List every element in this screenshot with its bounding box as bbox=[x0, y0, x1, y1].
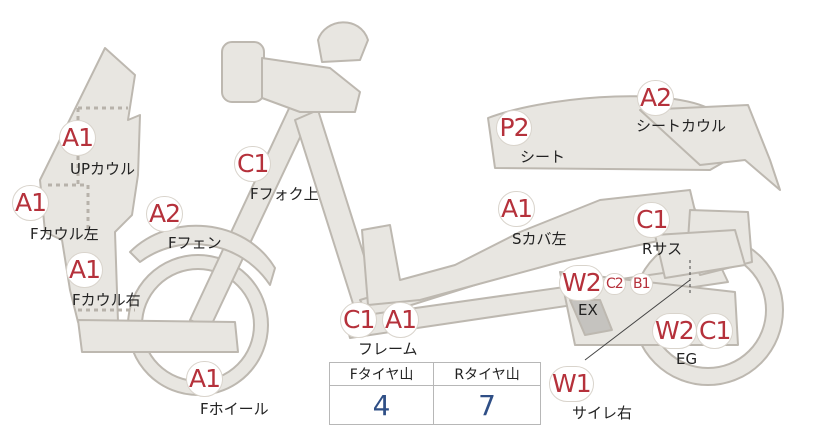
grade-badge-f-fork-upper: C1 bbox=[234, 146, 272, 182]
grade-badge-exhaust-1: W2 bbox=[559, 265, 604, 301]
grade-badge-seat-cowl: A2 bbox=[637, 80, 675, 116]
grade-badge-muffler-right: W1 bbox=[549, 366, 594, 402]
part-label-engine: EG bbox=[676, 350, 698, 368]
tire-tread-table: Fタイヤ山 Rタイヤ山 4 7 bbox=[328, 362, 541, 425]
floor-panel-shape bbox=[77, 319, 239, 353]
mirror-shape bbox=[317, 21, 369, 63]
part-label-r-suspension: Rサス bbox=[642, 240, 683, 258]
part-label-up-cowl: UPカウル bbox=[70, 160, 136, 178]
side-cover-shape bbox=[361, 189, 701, 306]
part-label-f-wheel: Fホイール bbox=[200, 400, 269, 418]
grade-badge-exhaust-3: B1 bbox=[630, 273, 653, 295]
grade-badge-f-fender: A2 bbox=[146, 196, 184, 232]
part-label-seat-cowl: シートカウル bbox=[636, 117, 727, 135]
seat-cowl-shape bbox=[639, 104, 781, 191]
front-tire-tread-header: Fタイヤ山 bbox=[328, 362, 435, 386]
part-label-muffler-right: サイレ右 bbox=[572, 404, 633, 422]
grade-badge-f-wheel: A1 bbox=[186, 361, 224, 397]
grade-badge-exhaust-2: C2 bbox=[603, 273, 626, 295]
front-cowl-shape bbox=[39, 47, 141, 323]
front-tire-tread-value: 4 bbox=[328, 385, 435, 425]
part-label-f-cowl-right: Fカウル右 bbox=[72, 291, 141, 309]
tire-tread-header-row: Fタイヤ山 Rタイヤ山 bbox=[328, 362, 541, 386]
grade-badge-f-cowl-right: A1 bbox=[66, 252, 104, 288]
grade-badge-r-suspension: C1 bbox=[633, 202, 671, 238]
handlebar-shape bbox=[261, 57, 361, 113]
part-label-exhaust: EX bbox=[578, 301, 598, 319]
part-label-frame: フレーム bbox=[358, 340, 418, 358]
headlight-shape bbox=[221, 41, 265, 103]
tire-tread-value-row: 4 7 bbox=[328, 385, 541, 425]
part-label-f-fender: Fフェン bbox=[168, 234, 222, 252]
grade-badge-seat: P2 bbox=[496, 110, 532, 146]
rear-tire-tread-header: Rタイヤ山 bbox=[433, 362, 541, 386]
part-label-s-cover-left: Sカバ左 bbox=[512, 230, 567, 248]
muffler-shape bbox=[654, 229, 746, 279]
cowl-zone-line-middle bbox=[48, 183, 90, 232]
grade-badge-engine-1: W2 bbox=[652, 313, 697, 349]
rear-tire-tread-value: 7 bbox=[433, 385, 541, 425]
grade-badge-f-cowl-left: A1 bbox=[12, 185, 50, 221]
part-label-f-fork-upper: Fフォク上 bbox=[250, 185, 319, 203]
grade-badge-frame-1: C1 bbox=[340, 302, 378, 338]
part-label-seat: シート bbox=[520, 148, 566, 166]
grade-badge-frame-2: A1 bbox=[382, 302, 420, 338]
grade-badge-engine-2: C1 bbox=[696, 313, 734, 349]
muffler-leader-line bbox=[584, 279, 691, 361]
grade-badge-up-cowl: A1 bbox=[59, 120, 97, 156]
grade-badge-s-cover-left: A1 bbox=[498, 191, 536, 227]
part-label-f-cowl-left: Fカウル左 bbox=[30, 225, 99, 243]
